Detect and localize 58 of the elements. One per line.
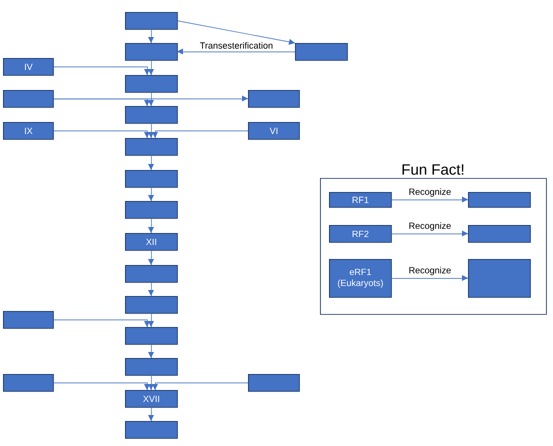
process-box [468, 225, 531, 243]
process-box [125, 138, 178, 156]
process-box [125, 75, 178, 93]
arrow [148, 60, 154, 76]
arrow [152, 382, 248, 390]
group-frame [320, 178, 547, 315]
process-box [125, 265, 178, 283]
arrow [53, 96, 248, 102]
process-box [3, 374, 54, 392]
process-box [125, 12, 178, 30]
arrow [391, 275, 468, 281]
process-box [468, 259, 531, 298]
process-box [125, 358, 178, 376]
process-box [295, 43, 348, 61]
arrow [148, 407, 154, 422]
arrow [148, 218, 154, 234]
arrow [148, 282, 154, 296]
edge-label: Recognize [409, 188, 451, 197]
edge-label: Transesterification [200, 42, 272, 49]
arrow [177, 20, 296, 45]
heading: Fun Fact! [402, 164, 464, 175]
process-box: eRF1 (Eukaryots) [329, 259, 392, 298]
arrow [53, 130, 150, 138]
process-box: XVII [125, 390, 178, 408]
process-box: XII [125, 233, 178, 251]
process-box [125, 421, 178, 439]
process-box: IV [3, 58, 54, 76]
edge-label: Recognize [409, 266, 451, 276]
process-box: RF1 [329, 192, 392, 208]
process-box [125, 43, 178, 61]
process-box [125, 296, 178, 314]
arrow [148, 155, 154, 170]
arrow [148, 187, 154, 202]
process-box [125, 200, 178, 219]
process-box [125, 170, 178, 188]
process-box [248, 90, 300, 108]
arrow [148, 250, 154, 266]
arrow [53, 66, 150, 76]
arrow [53, 382, 150, 390]
arrow [391, 230, 468, 236]
process-box [248, 374, 300, 392]
process-box [125, 327, 178, 345]
process-box [468, 192, 531, 208]
arrow [391, 196, 468, 202]
arrow [152, 130, 248, 138]
arrow [177, 48, 296, 54]
process-box: RF2 [329, 225, 392, 243]
arrow [148, 313, 154, 328]
arrow [148, 92, 154, 106]
arrow [148, 29, 154, 44]
process-box [3, 90, 54, 108]
arrow [53, 320, 150, 328]
process-box [125, 106, 178, 124]
process-box: VI [248, 122, 300, 140]
arrow [148, 344, 154, 358]
process-box: IX [3, 122, 54, 140]
edge-label: Recognize [409, 222, 451, 231]
process-box [3, 311, 54, 329]
